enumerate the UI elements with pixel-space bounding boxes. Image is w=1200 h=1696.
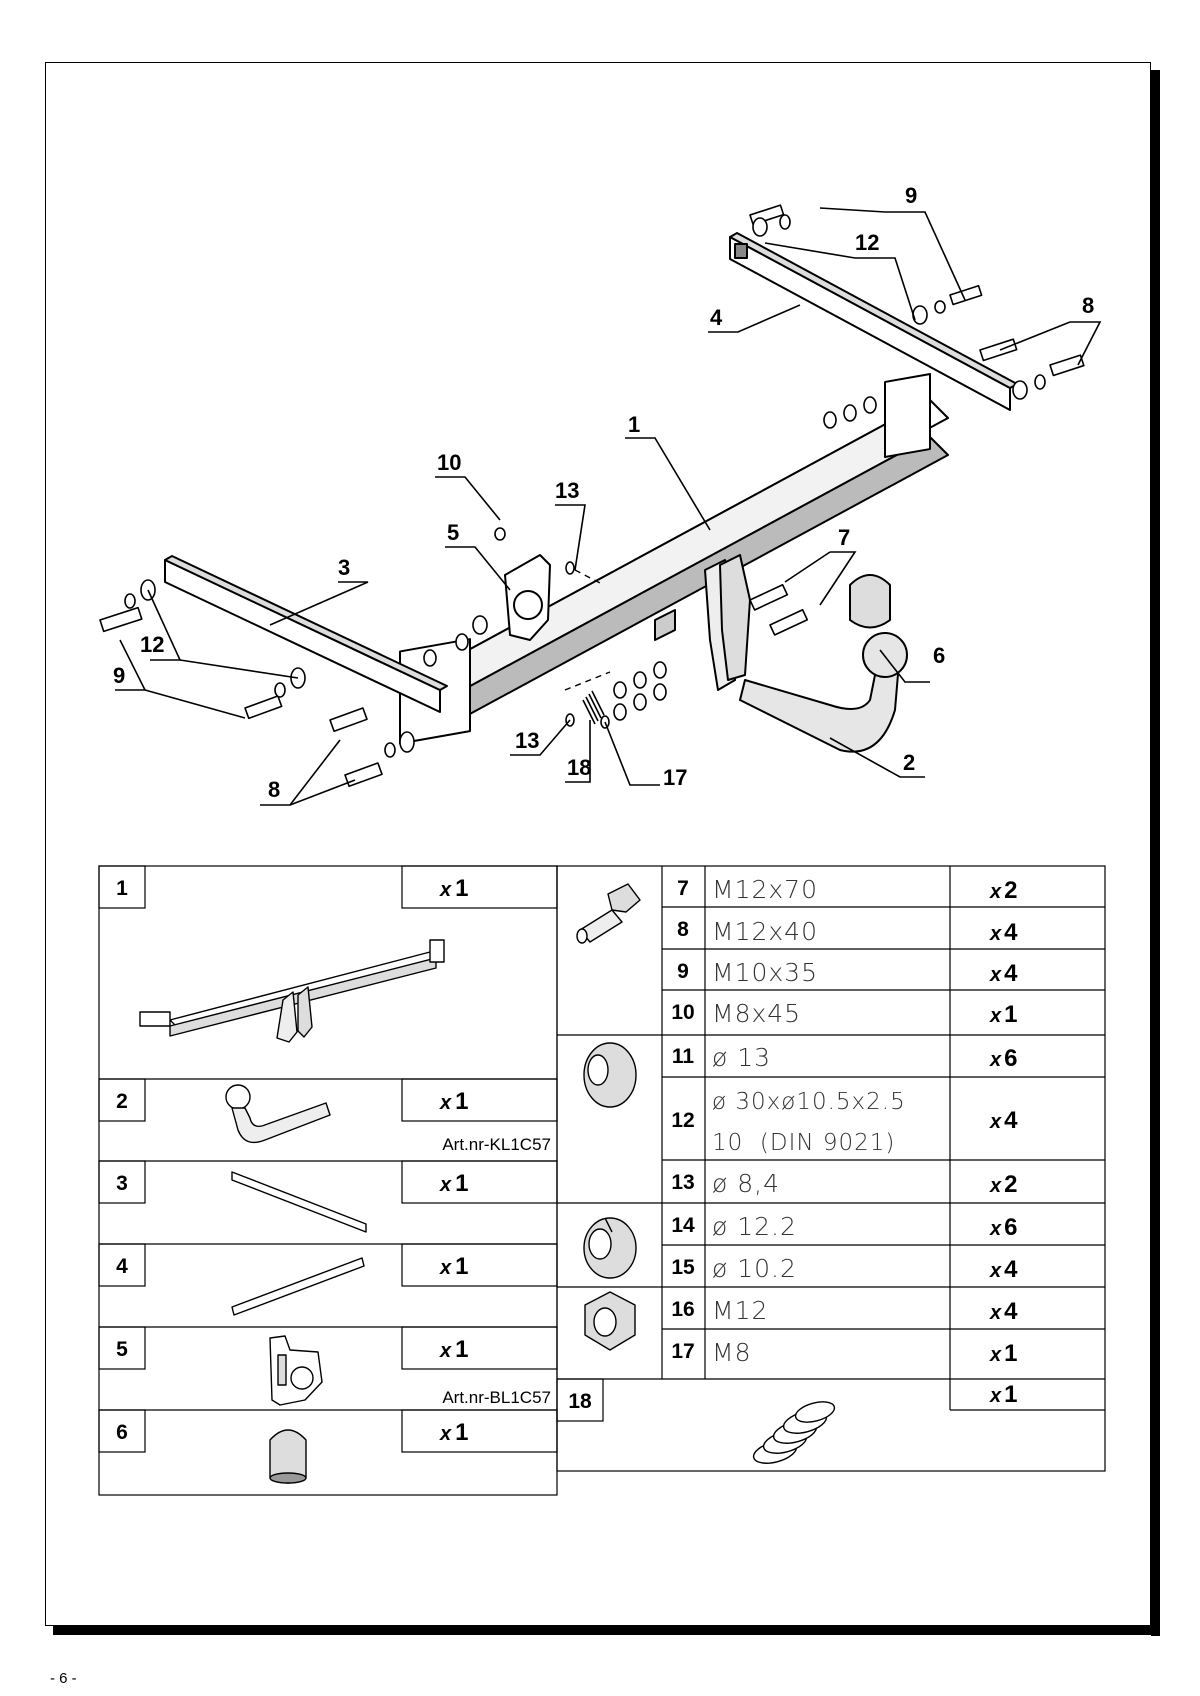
flat-washer-icon	[583, 1042, 637, 1108]
article-number-part-5: Art.nr-BL1C57	[442, 1388, 551, 1407]
callout-9-top: 9	[905, 183, 917, 208]
part-number-7: 7	[677, 877, 689, 900]
callout-18: 18	[567, 755, 591, 780]
callout-9-left: 9	[113, 663, 125, 688]
part-number-9: 9	[677, 960, 689, 983]
callout-7: 7	[838, 525, 850, 550]
spec-12-line2: 10 (DIN 9021)	[712, 1130, 895, 1156]
fasteners	[99, 204, 1085, 788]
spec-7: M12x70	[712, 875, 818, 904]
ball-cap	[849, 574, 891, 629]
socket-plate	[504, 554, 551, 641]
callout-13-bottom: 13	[515, 728, 539, 753]
left-bracket-bar-icon	[231, 1171, 367, 1233]
spec-14: ø 12.2	[712, 1212, 797, 1241]
callouts: 9 12 8 4 1 10 13 5 3 12 9 7 6 8 13 18 17…	[113, 183, 1094, 802]
part-number-5: 5	[116, 1338, 128, 1361]
spring-washer-icon	[583, 1217, 637, 1279]
callout-6: 6	[933, 643, 945, 668]
tow-ball-neck	[739, 632, 908, 753]
callout-2: 2	[903, 750, 915, 775]
part-number-4: 4	[116, 1255, 128, 1278]
spec-12-line1: ø 30xø10.5x2.5	[712, 1089, 906, 1115]
part-number-8: 8	[677, 918, 689, 941]
frame-shadow-right	[1151, 70, 1160, 1636]
spec-10: M8x45	[712, 999, 801, 1028]
spec-9: M10x35	[712, 958, 818, 987]
callout-8-right: 8	[1082, 293, 1094, 318]
right-bracket-bar	[729, 232, 1018, 411]
callout-10: 10	[437, 450, 461, 475]
leader-lines	[115, 207, 1102, 806]
coil-spring-icon	[752, 1401, 836, 1464]
part-number-10: 10	[671, 1001, 694, 1024]
page-number: - 6 -	[50, 1670, 77, 1687]
spec-15: ø 10.2	[712, 1254, 797, 1283]
callout-4: 4	[710, 305, 723, 330]
callout-12-top: 12	[855, 230, 879, 255]
callout-3: 3	[338, 555, 350, 580]
right-bracket-bar-icon	[231, 1257, 365, 1316]
frame-shadow-bottom	[53, 1626, 1160, 1635]
left-bracket-bar	[164, 555, 448, 713]
part-number-13: 13	[671, 1171, 694, 1194]
part-number-6: 6	[116, 1421, 128, 1444]
part-number-2: 2	[116, 1090, 128, 1113]
part-number-16: 16	[671, 1298, 694, 1321]
part-number-17: 17	[671, 1340, 694, 1363]
part-number-18: 18	[568, 1390, 592, 1413]
article-number-part-2: Art.nr-KL1C57	[442, 1135, 551, 1154]
part-number-12: 12	[671, 1109, 694, 1132]
part-number-15: 15	[671, 1256, 695, 1279]
hex-bolt-icon	[576, 883, 641, 944]
callout-17: 17	[663, 765, 687, 790]
callout-1: 1	[628, 412, 640, 437]
part-number-11: 11	[672, 1045, 695, 1068]
page-frame	[45, 62, 1151, 1626]
callout-5: 5	[447, 520, 459, 545]
callout-13-top: 13	[555, 478, 579, 503]
hex-nut-icon	[584, 1291, 636, 1351]
callout-8-left: 8	[268, 777, 280, 802]
tow-bar-frame-icon	[139, 939, 445, 1043]
part-number-1: 1	[116, 877, 128, 900]
part-number-14: 14	[671, 1214, 695, 1237]
spec-16: M12	[712, 1296, 768, 1325]
part-number-3: 3	[116, 1172, 128, 1195]
spec-17: M8	[712, 1338, 751, 1367]
tow-ball-neck-icon	[225, 1084, 331, 1144]
spec-11: ø 13	[712, 1043, 771, 1072]
exploded-assembly-diagram: 9 12 8 4 1 10 13 5 3 12 9 7 6 8 13 18 17…	[99, 183, 1102, 806]
ball-cap-icon	[269, 1429, 307, 1484]
spec-8: M12x40	[712, 917, 818, 946]
callout-12-left: 12	[140, 632, 164, 657]
spec-13: ø 8,4	[712, 1169, 780, 1198]
socket-plate-icon	[269, 1335, 323, 1406]
